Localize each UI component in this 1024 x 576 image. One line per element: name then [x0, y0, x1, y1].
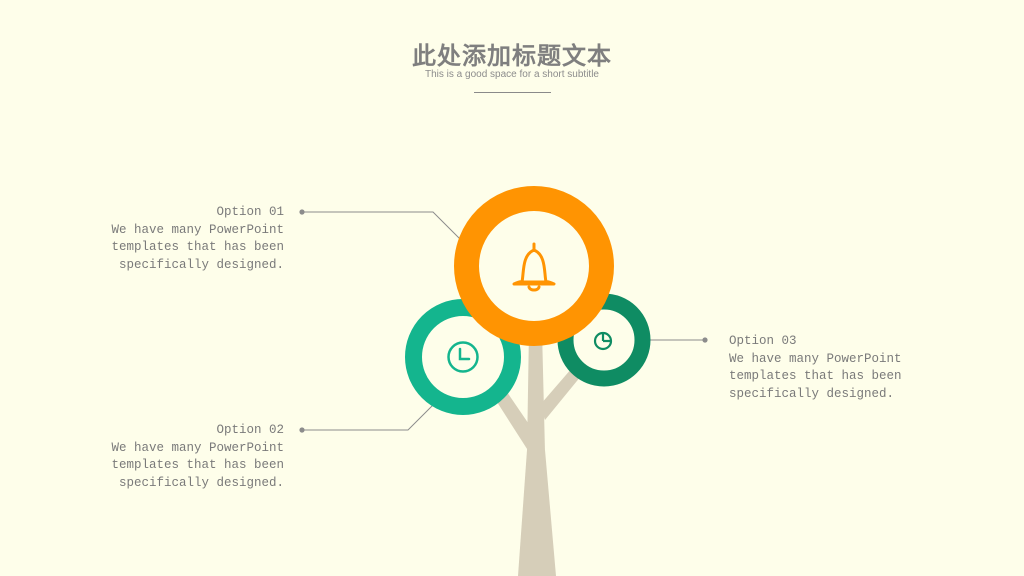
- option-01-ring: [454, 186, 614, 346]
- connector-option-02: [302, 404, 434, 431]
- option-01-text: Option 01 We have many PowerPoint templa…: [100, 204, 284, 274]
- connector-dots: [299, 209, 708, 433]
- option-01-heading: Option 01: [216, 205, 284, 219]
- option-02-line-3: specifically designed.: [118, 475, 284, 490]
- title-divider: [474, 92, 551, 93]
- dot-option-02: [299, 427, 305, 433]
- option-02-line-2: templates that has been: [111, 458, 284, 472]
- connector-lines: [302, 211, 705, 431]
- tree-trunk: [497, 330, 581, 576]
- option-03-heading: Option 03: [729, 334, 797, 348]
- option-03-text: Option 03 We have many PowerPoint templa…: [729, 333, 929, 403]
- option-02-circle: [405, 299, 521, 415]
- clock-icon: [447, 341, 479, 373]
- option-02-line-1: We have many PowerPoint: [111, 440, 284, 455]
- dot-option-03: [702, 337, 708, 343]
- connector-option-01: [302, 211, 462, 241]
- option-02-heading: Option 02: [216, 423, 284, 437]
- option-03-line-3: specifically designed.: [729, 386, 895, 401]
- pie-chart-icon: [593, 331, 613, 351]
- trunk-base: [518, 450, 556, 576]
- option-01-line-3: specifically designed.: [118, 257, 284, 272]
- slide-title: 此处添加标题文本: [412, 41, 612, 70]
- option-02-ring: [405, 299, 521, 415]
- option-03-line-1: We have many PowerPoint: [729, 351, 902, 366]
- branch-left: [497, 392, 537, 452]
- option-01-line-1: We have many PowerPoint: [111, 222, 284, 237]
- trunk-middle: [527, 330, 545, 452]
- branch-right: [540, 368, 581, 420]
- bell-icon: [512, 242, 556, 292]
- option-01-circle: [454, 186, 614, 346]
- option-03-line-2: templates that has been: [729, 369, 902, 383]
- option-02-text: Option 02 We have many PowerPoint templa…: [100, 422, 284, 492]
- dot-option-01: [299, 209, 305, 215]
- slide-subtitle: This is a good space for a short subtitl…: [425, 69, 599, 80]
- option-01-line-2: templates that has been: [111, 240, 284, 254]
